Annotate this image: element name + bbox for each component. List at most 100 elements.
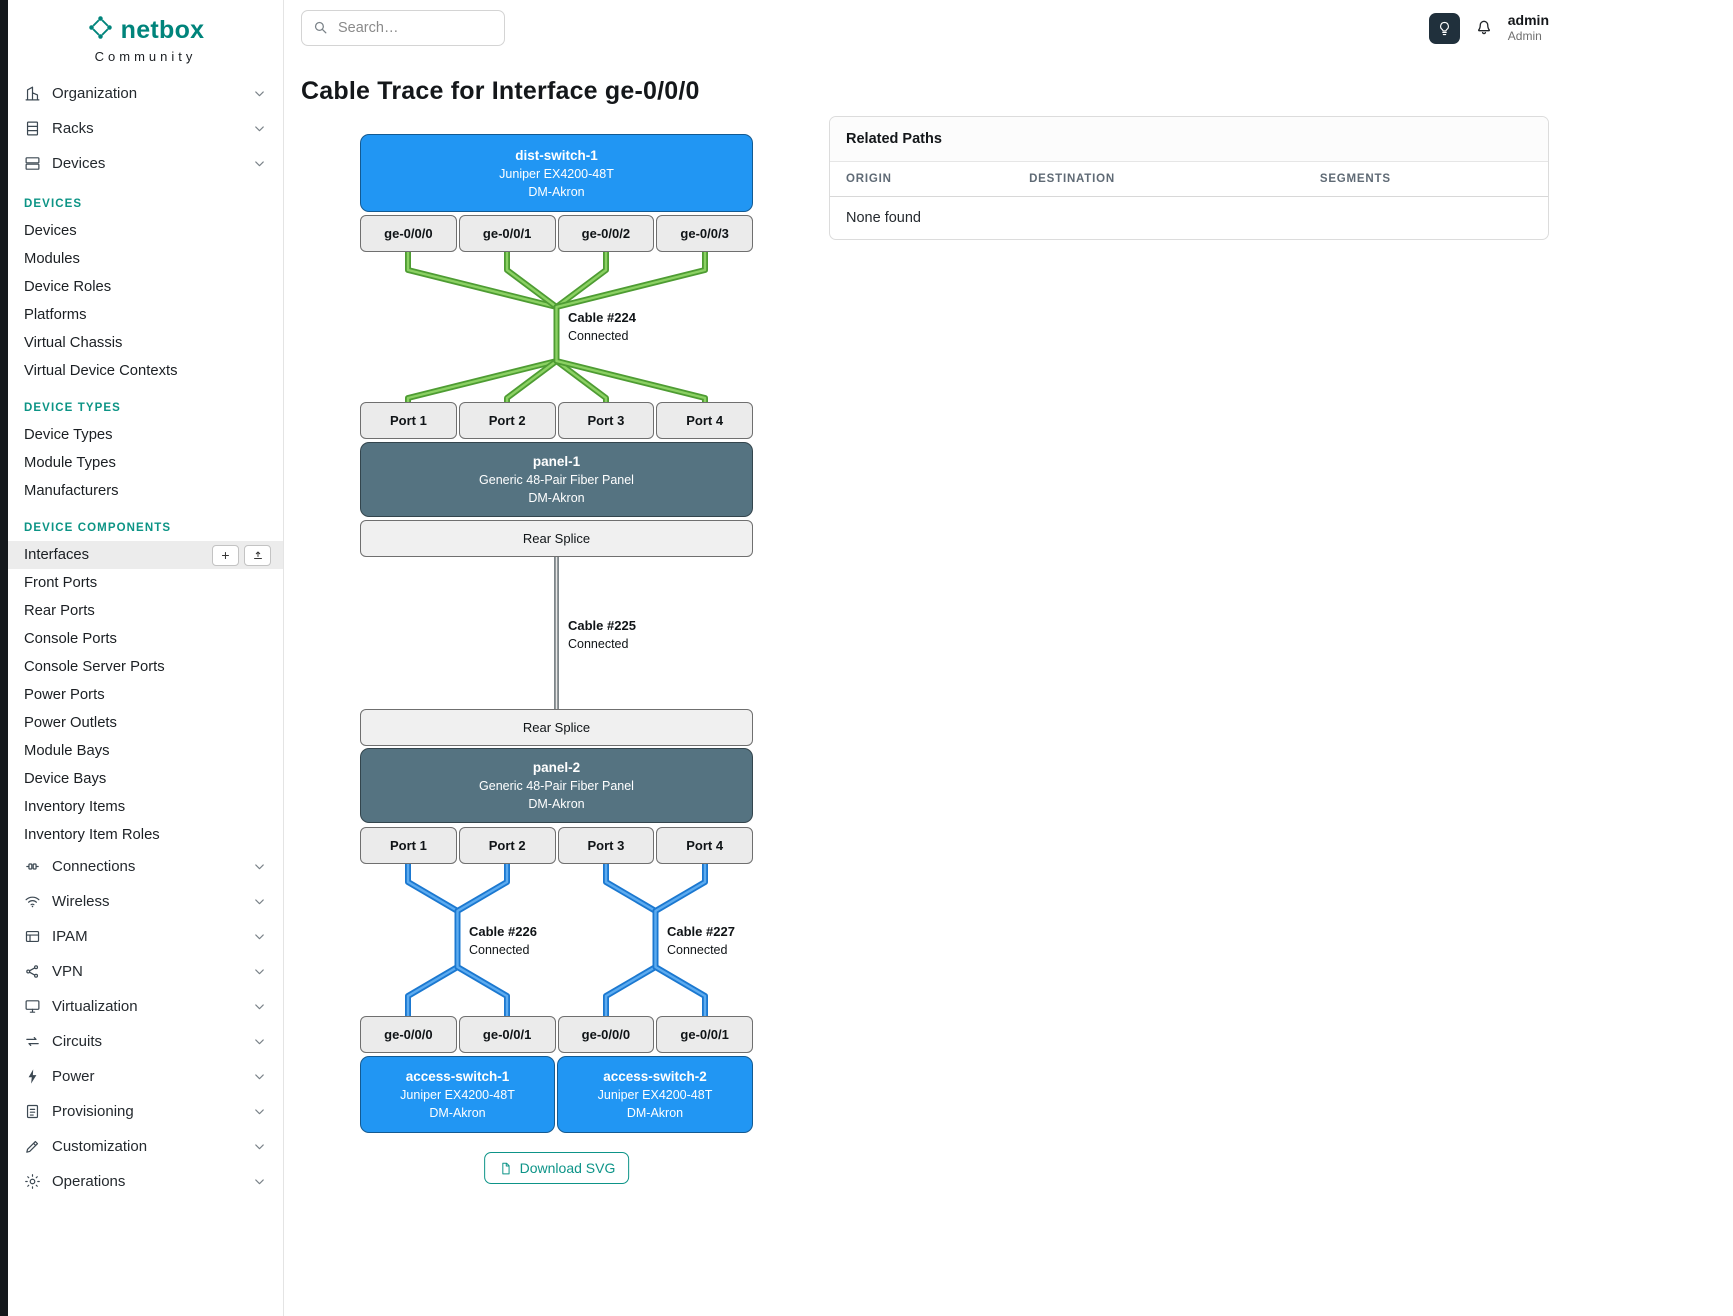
sidebar-item-manufacturers[interactable]: Manufacturers [24, 483, 119, 499]
interface-ge-0-0-0[interactable]: ge-0/0/0 [360, 215, 457, 252]
device-name: panel-1 [532, 454, 581, 469]
sidebar-item-modules[interactable]: Modules [24, 251, 80, 267]
chevron-down-icon [252, 1034, 267, 1049]
sidebar-group-devices[interactable]: Devices [8, 146, 283, 181]
sidebar-group-provisioning[interactable]: Provisioning [8, 1094, 283, 1129]
trace-node-panel-2[interactable]: panel-2 Generic 48-Pair Fiber Panel DM-A… [360, 748, 753, 823]
vpn-icon [24, 963, 41, 980]
add-interface-button[interactable]: + [212, 544, 239, 566]
sidebar-group-connections[interactable]: Connections [8, 849, 283, 884]
sidebar-section-device-components: DEVICE COMPONENTS [24, 522, 172, 534]
sidebar-item-console-ports[interactable]: Console Ports [24, 631, 117, 647]
sidebar-section-device-types: DEVICE TYPES [24, 402, 121, 414]
user-name: admin [1507, 11, 1549, 28]
sidebar-item-front-ports[interactable]: Front Ports [24, 575, 98, 591]
sidebar-item-virtual-chassis[interactable]: Virtual Chassis [24, 335, 123, 351]
sidebar-group-organization[interactable]: Organization [8, 76, 283, 111]
panel-2-rear-splice[interactable]: Rear Splice [360, 709, 753, 746]
connections-icon [24, 858, 41, 875]
table-row: None found [830, 197, 1548, 240]
group-label: Wireless [52, 893, 110, 910]
interface-ge-0-0-1[interactable]: ge-0/0/1 [458, 215, 556, 252]
sidebar-item-module-bays[interactable]: Module Bays [24, 743, 110, 759]
trace-node-access-switch-2[interactable]: access-switch-2 Juniper EX4200-48T DM-Ak… [557, 1056, 753, 1133]
lightbulb-icon [1439, 21, 1449, 35]
interface-ge-0-0-2[interactable]: ge-0/0/2 [557, 215, 655, 252]
chevron-down-icon [252, 1174, 267, 1189]
netbox-logo-block[interactable]: netbox Community [8, 14, 283, 64]
sidebar: netbox Community Organization Racks Devi… [8, 0, 284, 1316]
sidebar-item-module-types[interactable]: Module Types [24, 455, 116, 471]
sidebar-item-power-ports[interactable]: Power Ports [24, 687, 105, 703]
panel-1-rear-splice[interactable]: Rear Splice [360, 520, 753, 557]
sidebar-group-power[interactable]: Power [8, 1059, 283, 1094]
chevron-down-icon [252, 86, 267, 101]
sidebar-item-devices[interactable]: Devices [24, 223, 77, 239]
notifications-button[interactable] [1474, 18, 1494, 38]
sidebar-item-platforms[interactable]: Platforms [24, 307, 87, 323]
sidebar-group-vpn[interactable]: VPN [8, 954, 283, 989]
sidebar-group-racks[interactable]: Racks [8, 111, 283, 146]
power-icon [24, 1068, 41, 1085]
front-port-1[interactable]: Port 1 [360, 827, 457, 864]
customization-icon [24, 1138, 41, 1155]
sidebar-item-inventory-item-roles[interactable]: Inventory Item Roles [24, 827, 160, 843]
trace-node-dist-switch-1[interactable]: dist-switch-1 Juniper EX4200-48T DM-Akro… [360, 134, 753, 212]
sidebar-item-virtual-device-contexts[interactable]: Virtual Device Contexts [24, 363, 178, 379]
chevron-down-icon [252, 929, 267, 944]
front-port-4[interactable]: Port 4 [656, 402, 753, 439]
panel-1-front-ports: Port 1 Port 2 Port 3 Port 4 [360, 402, 753, 439]
user-menu[interactable]: admin Admin [1508, 12, 1549, 45]
search-input[interactable] [301, 10, 505, 46]
empty-state: None found [846, 210, 921, 226]
column-origin: ORIGIN [830, 162, 1014, 197]
sidebar-group-ipam[interactable]: IPAM [8, 919, 283, 954]
device-model: Generic 48-Pair Fiber Panel [479, 473, 634, 487]
sw1-interface-ge-0-0-0[interactable]: ge-0/0/0 [360, 1016, 457, 1053]
download-svg-button[interactable]: Download SVG [483, 1152, 630, 1184]
front-port-2[interactable]: Port 2 [458, 402, 556, 439]
front-port-3[interactable]: Port 3 [557, 402, 655, 439]
page-content: Cable Trace for Interface ge-0/0/0 [284, 56, 1733, 1194]
window-edge [0, 0, 8, 1316]
sidebar-item-power-outlets[interactable]: Power Outlets [24, 715, 117, 731]
sidebar-item-device-roles[interactable]: Device Roles [24, 279, 112, 295]
front-port-2[interactable]: Port 2 [458, 827, 556, 864]
sidebar-group-customization[interactable]: Customization [8, 1129, 283, 1164]
trace-node-access-switch-1[interactable]: access-switch-1 Juniper EX4200-48T DM-Ak… [360, 1056, 555, 1133]
related-paths-title: Related Paths [830, 117, 1548, 162]
sidebar-item-console-server-ports[interactable]: Console Server Ports [24, 659, 165, 675]
chevron-down-icon [252, 121, 267, 136]
interface-ge-0-0-3[interactable]: ge-0/0/3 [656, 215, 753, 252]
sw1-interface-ge-0-0-1[interactable]: ge-0/0/1 [458, 1016, 556, 1053]
sidebar-group-operations[interactable]: Operations [8, 1164, 283, 1199]
sidebar-group-circuits[interactable]: Circuits [8, 1024, 283, 1059]
dist-switch-interfaces: ge-0/0/0 ge-0/0/1 ge-0/0/2 ge-0/0/3 [360, 215, 753, 252]
front-port-3[interactable]: Port 3 [557, 827, 655, 864]
theme-toggle-button[interactable] [1428, 12, 1460, 44]
sw2-interface-ge-0-0-0[interactable]: ge-0/0/0 [557, 1016, 655, 1053]
sidebar-item-device-types[interactable]: Device Types [24, 427, 113, 443]
sw2-interface-ge-0-0-1[interactable]: ge-0/0/1 [656, 1016, 753, 1053]
panel-2-front-ports: Port 1 Port 2 Port 3 Port 4 [360, 827, 753, 864]
sidebar-group-virtualization[interactable]: Virtualization [8, 989, 283, 1024]
front-port-1[interactable]: Port 1 [360, 402, 457, 439]
global-search [301, 10, 505, 46]
organization-icon [24, 85, 41, 102]
group-label: Connections [52, 858, 136, 875]
sidebar-item-rear-ports[interactable]: Rear Ports [24, 603, 95, 619]
group-label: Devices [52, 155, 106, 172]
chevron-down-icon [252, 859, 267, 874]
cable-226-label[interactable]: Cable #226 Connected [469, 924, 537, 957]
cable-227-label[interactable]: Cable #227 Connected [667, 924, 735, 957]
trace-node-panel-1[interactable]: panel-1 Generic 48-Pair Fiber Panel DM-A… [360, 442, 753, 517]
cable-225-label[interactable]: Cable #225 Connected [568, 618, 636, 651]
cable-224-label[interactable]: Cable #224 Connected [568, 310, 636, 343]
sidebar-item-inventory-items[interactable]: Inventory Items [24, 799, 126, 815]
sidebar-item-device-bays[interactable]: Device Bays [24, 771, 107, 787]
sidebar-group-wireless[interactable]: Wireless [8, 884, 283, 919]
front-port-4[interactable]: Port 4 [656, 827, 753, 864]
group-label: Virtualization [52, 998, 138, 1015]
sidebar-item-interfaces[interactable]: Interfaces + [8, 541, 283, 569]
import-interfaces-button[interactable] [244, 544, 271, 566]
